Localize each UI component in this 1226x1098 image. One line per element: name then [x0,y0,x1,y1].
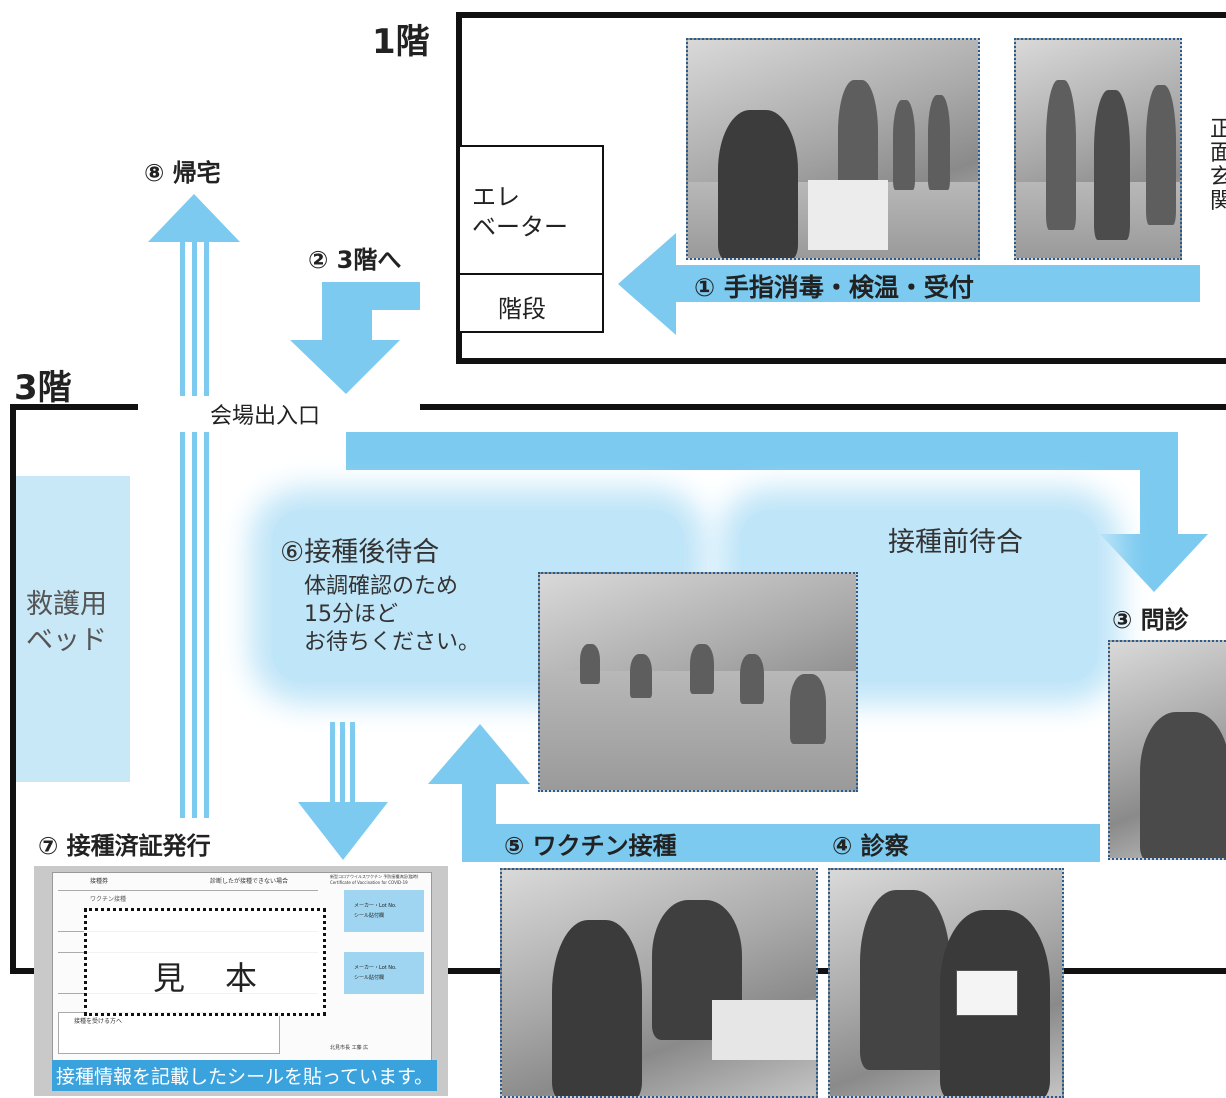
step-2-label: ② 3階へ [308,246,402,274]
venue-entrance-label: 会場出入口 [210,404,321,429]
arrow-exit-line2-top [192,240,197,396]
floor-3-frame-left [10,404,138,410]
certificate-header-left: 接種券 [90,878,109,885]
sample-char-1: 見 [153,959,186,997]
photo-post-waiting-room [538,572,858,792]
certificate-header-right-sub: Certificate of Vaccination for COVID-19 [330,880,408,885]
arrow-return [428,724,1100,862]
arrow-exit-line1-top [180,240,185,396]
certificate-issuer: 北見市長 工藤 広 [330,1045,369,1051]
step-7-label: ⑦ 接種済証発行 [38,832,211,860]
arrow-entrance-right [346,432,1208,592]
arrow-post-wait-line3 [350,722,355,802]
step-5-label: ⑤ ワクチン接種 [504,832,677,860]
step-6-label: ⑥接種後待合 [280,537,440,568]
floor-3-frame-right [420,404,1226,410]
arrow-exit-line2-bottom [192,432,197,818]
elevator-label-1: エレ [472,183,520,211]
photo-interview [1108,640,1226,860]
certificate-header-right: 新型コロナウイルスワクチン 予防接種済証(臨時) [330,874,419,879]
pre-waiting-label: 接種前待合 [888,527,1023,558]
elevator-label-2: ベーター [472,213,568,241]
rescue-bed-label-1: 救護用 [26,589,107,620]
sample-char-2: 本 [225,959,258,997]
rescue-bed-label-2: ベッド [26,625,107,656]
step-8-label: ⑧ 帰宅 [144,159,221,187]
arrow-step2 [290,282,420,394]
step-6-note-1: 体調確認のため [304,574,459,599]
arrow-step1 [618,233,1200,335]
floor-1-title: 1階 [372,22,430,62]
certificate-caption: 接種情報を記載したシールを貼っています。 [52,1060,438,1091]
vaccination-certificate: 接種券 診断したが接種できない場合 新型コロナウイルスワクチン 予防接種済証(臨… [34,866,448,1096]
arrow-exit-line3-bottom [204,432,209,818]
rescue-bed: 救護用 ベッド [16,476,130,782]
seal-slot-1-text: メーカー・Lot No. [354,903,397,909]
arrow-post-wait-line1 [330,722,335,802]
seal-slot-2: メーカー・Lot No. シール貼付欄 [344,952,424,994]
photo-vaccination [500,868,818,1098]
sample-frame: 見 本 [84,908,326,1016]
photo-examination [828,868,1064,1098]
arrow-exit-line1-bottom [180,432,185,818]
step-1-label: ① 手指消毒・検温・受付 [694,273,974,302]
floor-3-title: 3階 [14,368,72,408]
seal-slot-2-text: メーカー・Lot No. [354,965,397,971]
step-6-note-2: 15分ほど [304,602,398,627]
arrow-post-wait-line2 [340,722,345,802]
step-3-label: ③ 問診 [1112,606,1189,634]
seal-slot-1: メーカー・Lot No. シール貼付欄 [344,890,424,932]
floor-3-frame-side [10,404,16,974]
arrow-exit-line3-top [204,240,209,396]
arrow-post-wait-head [298,802,388,860]
certificate-notice-title: 接種を受ける方へ [74,1018,123,1025]
photo-temperature-check [1014,38,1182,260]
elevator-box: エレ ベーター [458,145,604,275]
arrow-exit-head [148,194,240,242]
seal-slot-2-sub: シール貼付欄 [354,975,385,981]
seal-slot-1-sub: シール貼付欄 [354,913,385,919]
main-entrance-label: 正面玄関 [1210,117,1226,214]
photo-reception [686,38,980,260]
stairs-box: 階段 [458,273,604,333]
step-4-label: ④ 診察 [832,832,909,860]
certificate-header-mid: 診断したが接種できない場合 [210,878,289,885]
step-6-note-3: お待ちください。 [304,630,481,655]
stairs-label: 階段 [498,295,546,323]
certificate-vaccine-label: ワクチン接種 [90,896,127,903]
